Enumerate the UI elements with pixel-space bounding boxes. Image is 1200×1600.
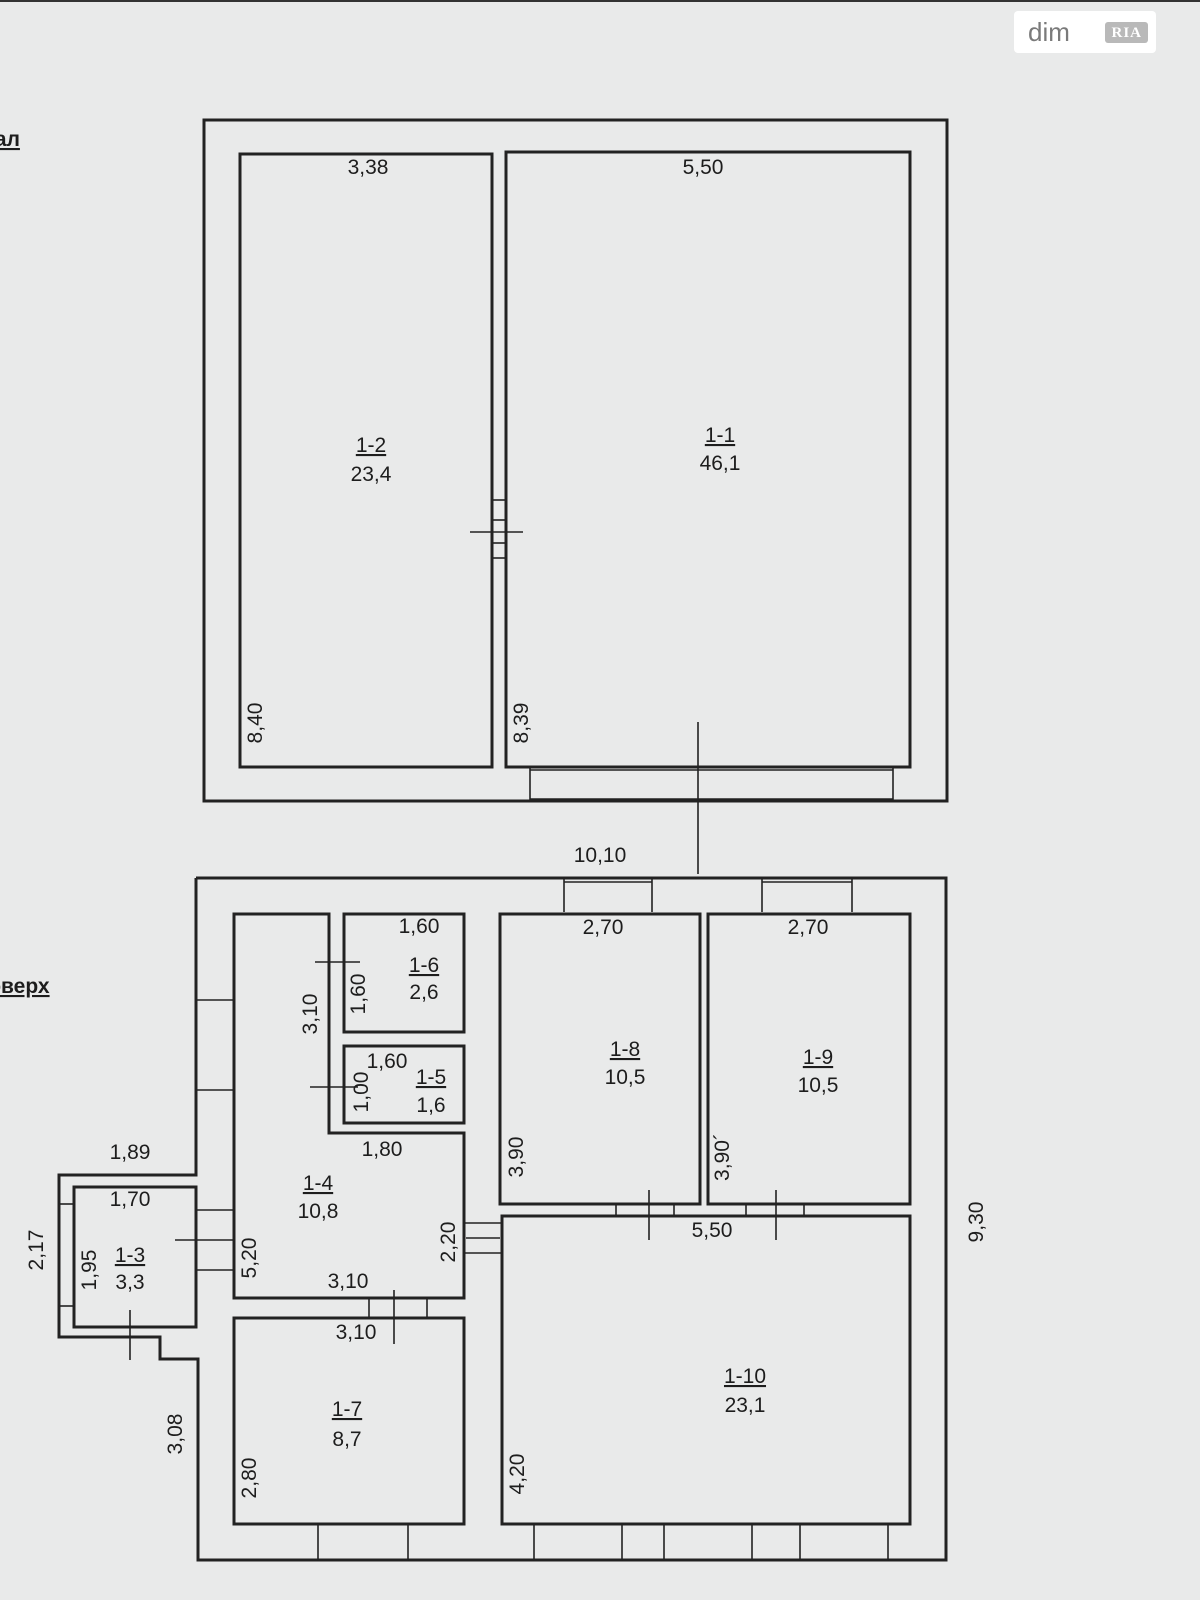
dim-room-1-4-width-upper: 1,80: [362, 1138, 403, 1161]
dim-room-1-4-width-lower: 3,10: [328, 1270, 369, 1293]
room-1-7-area: 8,7: [332, 1428, 361, 1451]
dim-room-1-1-height: 8,39: [510, 703, 533, 744]
room-1-8-outline: [498, 912, 702, 1206]
room-1-9-id: 1-9: [803, 1046, 833, 1069]
dim-room-1-7-height: 2,80: [238, 1458, 261, 1499]
room-1-8-area: 10,5: [605, 1066, 646, 1089]
room-1-10-area: 23,1: [725, 1394, 766, 1417]
room-1-1-outline: [504, 150, 912, 769]
room-1-3-area: 3,3: [115, 1271, 144, 1294]
room-1-1-id: 1-1: [705, 424, 735, 447]
dim-room-1-8-width: 2,70: [583, 916, 624, 939]
dim-room-1-4-upper-height: 3,10: [299, 994, 322, 1035]
room-1-1-area: 46,1: [700, 452, 741, 475]
logo-ria-badge: RIA: [1105, 21, 1148, 43]
dim-total-width: 10,10: [574, 844, 627, 867]
dim-total-height: 9,30: [965, 1202, 988, 1243]
room-1-6-outline: [342, 912, 466, 1034]
dim-room-1-6-width: 1,60: [399, 915, 440, 938]
room-1-9-outline: [706, 912, 912, 1206]
room-1-4-id: 1-4: [303, 1172, 334, 1195]
basement-outer-wall: [202, 118, 949, 803]
first-floor-outer-wall: [57, 876, 948, 1562]
room-1-2-id: 1-2: [356, 434, 386, 457]
first-floor-plan: [57, 876, 948, 1562]
room-1-7-outline: [232, 1316, 466, 1526]
dim-room-1-10-width: 5,50: [692, 1219, 733, 1242]
room-1-5-area: 1,6: [416, 1094, 445, 1117]
room-1-6-id: 1-6: [409, 954, 439, 977]
room-1-8-id: 1-8: [610, 1038, 640, 1061]
dim-room-1-9-height: 3,90´: [711, 1133, 734, 1181]
room-1-4-outline: [232, 912, 466, 1300]
room-1-4-area: 10,8: [298, 1200, 339, 1223]
dim-room-1-2-height: 8,40: [244, 703, 267, 744]
dim-room-1-9-width: 2,70: [788, 916, 829, 939]
room-1-10-id: 1-10: [724, 1365, 766, 1388]
floor-label-basement: Підвал: [0, 128, 20, 151]
floor-label-first: 1 поверх: [0, 975, 50, 998]
dim-room-1-1-width: 5,50: [683, 156, 724, 179]
dim-room-1-5-height: 1,00: [350, 1072, 373, 1113]
dim-room-1-6-height: 1,60: [347, 974, 370, 1015]
room-1-9-area: 10,5: [798, 1074, 839, 1097]
dim-room-1-5-width: 1,60: [367, 1050, 408, 1073]
room-1-5-outline: [342, 1044, 466, 1125]
dim-room-1-3-width: 1,70: [110, 1188, 151, 1211]
basement-plan: [202, 118, 949, 874]
dim-room-1-7-width: 3,10: [336, 1321, 377, 1344]
logo-dim-text: dim: [1028, 16, 1070, 47]
room-1-6-area: 2,6: [409, 981, 438, 1004]
dim-room-1-4-height: 5,20: [238, 1238, 261, 1279]
dim-ria-logo[interactable]: dim RIA: [1014, 11, 1156, 53]
dim-room-1-4-right-height: 2,20: [437, 1222, 460, 1263]
room-1-3-id: 1-3: [115, 1244, 145, 1267]
room-1-2-outline: [238, 152, 494, 769]
dim-room-1-3-height: 1,95: [78, 1250, 101, 1291]
dim-room-1-10-height: 4,20: [506, 1454, 529, 1495]
room-1-2-area: 23,4: [351, 463, 392, 486]
dim-exterior-left: 3,08: [164, 1414, 187, 1455]
dim-room-1-3-exterior-width: 1,89: [110, 1141, 151, 1164]
room-1-5-id: 1-5: [416, 1066, 446, 1089]
dim-room-1-8-height: 3,90: [505, 1137, 528, 1178]
room-1-7-id: 1-7: [332, 1398, 362, 1421]
dim-room-1-3-exterior-height: 2,17: [25, 1230, 48, 1271]
room-1-10-outline: [500, 1214, 912, 1526]
dim-room-1-2-width: 3,38: [348, 156, 389, 179]
